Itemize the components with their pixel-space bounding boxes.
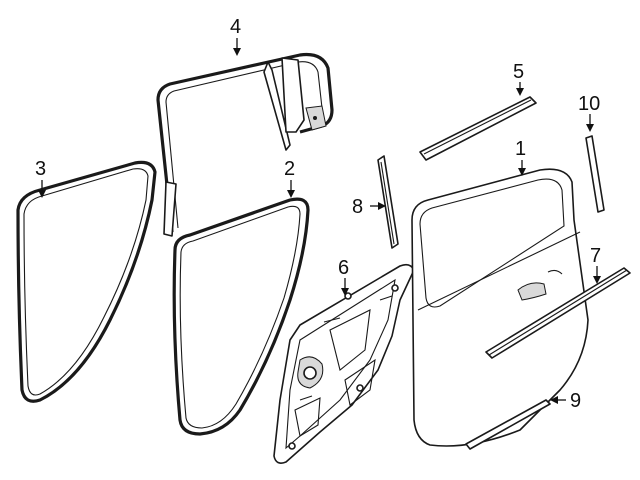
part-7-door-molding xyxy=(485,267,631,359)
callout-arrows xyxy=(38,38,601,404)
part-6-regulator xyxy=(273,263,415,464)
callout-8: 8 xyxy=(352,196,363,218)
part-2-door-weatherstrip xyxy=(172,197,310,436)
callout-9: 9 xyxy=(570,390,581,412)
callout-4: 4 xyxy=(230,16,241,38)
part-4-frame-seal xyxy=(156,52,334,237)
callout-10: 10 xyxy=(578,93,600,115)
callout-2: 2 xyxy=(284,158,295,180)
part-3-weatherstrip xyxy=(16,160,157,403)
part-1-door-shell xyxy=(411,168,589,447)
callout-3: 3 xyxy=(35,158,46,180)
part-10-channel-trim xyxy=(585,135,605,213)
part-9-rocker-molding xyxy=(465,399,551,450)
part-5-belt-molding xyxy=(419,96,537,161)
callout-5: 5 xyxy=(513,61,524,83)
callout-7: 7 xyxy=(590,245,601,267)
part-8-pillar-trim xyxy=(377,155,399,249)
callout-1: 1 xyxy=(515,138,526,160)
callout-6: 6 xyxy=(338,257,349,279)
